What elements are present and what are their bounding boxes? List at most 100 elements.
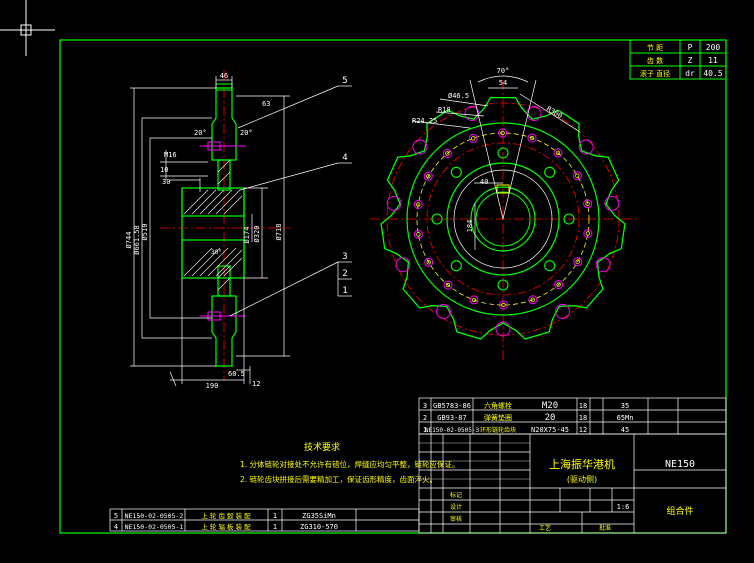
rim-bolt-core bbox=[416, 232, 421, 237]
dim-60-5: 60.5 bbox=[228, 370, 245, 378]
dim-40: 40 bbox=[480, 178, 488, 186]
rim-bolt-core bbox=[556, 282, 561, 287]
dim-r18: R18 bbox=[438, 106, 451, 114]
title-assembly: 组合件 bbox=[666, 505, 693, 517]
roller-seat bbox=[495, 321, 511, 337]
dim-r300: R300 bbox=[545, 105, 564, 120]
rim-bolt-core bbox=[426, 174, 431, 179]
bom-0-std: GB5783-86 bbox=[433, 402, 471, 410]
hub-hole bbox=[497, 147, 509, 159]
tech-line-1: 1. 分体链轮对接处不允许有错位，焊缝应均匀平整，链轮应保证。 bbox=[240, 459, 460, 469]
hub-hole bbox=[544, 260, 556, 272]
bom-0-name: 六角螺栓 bbox=[484, 401, 512, 410]
param-1-sym: Z bbox=[688, 56, 693, 65]
bom-0-mat: 35 bbox=[621, 402, 629, 410]
lbom-1-mat: ZG310-570 bbox=[300, 523, 338, 531]
parameter-table bbox=[629, 39, 727, 80]
rim-bolt-core bbox=[445, 282, 451, 288]
dim-46-5: Ø46.5 bbox=[448, 92, 469, 100]
rim-bolt-core bbox=[426, 260, 431, 265]
side-view[interactable] bbox=[130, 70, 352, 387]
dim-30deg: 30° bbox=[211, 249, 222, 256]
rim-bolt-core bbox=[530, 297, 535, 302]
rim-bolt-hole bbox=[423, 171, 433, 181]
hub-hole bbox=[431, 213, 443, 225]
rim-bolt-hole bbox=[442, 148, 452, 158]
bom-2-std: NE150-02-0505-3 bbox=[425, 427, 480, 434]
dim-10: 10 bbox=[160, 166, 168, 174]
bom-0-no: 3 bbox=[423, 402, 427, 410]
rim-bolt-hole bbox=[424, 257, 434, 267]
roller-seat bbox=[395, 257, 411, 273]
balloon-3: 3 bbox=[342, 252, 347, 262]
title-label-1: 设计 bbox=[450, 503, 462, 511]
rim-bolt-hole bbox=[553, 148, 563, 158]
dim-174: Ø174 bbox=[243, 227, 251, 244]
roller-seat bbox=[464, 106, 480, 121]
bom-0-qty: 18 bbox=[579, 402, 587, 410]
bom-1-mat: 65Mn bbox=[617, 414, 634, 422]
dim-190: 190 bbox=[206, 382, 219, 390]
rim-bolt-core bbox=[416, 202, 421, 207]
front-view[interactable] bbox=[370, 75, 640, 362]
title-label-3: 工艺 bbox=[539, 524, 551, 532]
roller-seat bbox=[412, 139, 428, 155]
lbom-1-name: 上 轮 辐 板 装 配 bbox=[201, 522, 251, 531]
bom-2-no: 1 bbox=[423, 426, 427, 434]
rim-bolt-core bbox=[529, 135, 535, 141]
rim-bolt-hole bbox=[498, 300, 508, 310]
rim-bolt-core bbox=[445, 151, 450, 156]
dim-320: Ø320 bbox=[253, 226, 261, 243]
rim-bolt-core bbox=[501, 302, 506, 308]
rim-bolt-hole bbox=[528, 295, 538, 305]
lbom-0-code: NE150-02-0505-2 bbox=[125, 512, 184, 520]
sprocket-outline bbox=[380, 96, 626, 340]
title-scale: 1:6 bbox=[617, 503, 630, 511]
roller-seat bbox=[595, 257, 611, 273]
rim-bolt-core bbox=[555, 150, 561, 156]
rim-bolt-hole bbox=[583, 229, 593, 238]
crosshair-cursor bbox=[0, 0, 55, 56]
lbom-0-mat: ZG35SiMn bbox=[302, 512, 336, 520]
bom-1-name: 弹簧垫圈 bbox=[484, 413, 512, 422]
lower-bom-table bbox=[109, 508, 420, 532]
param-0-val: 200 bbox=[706, 43, 721, 52]
dim-63: 63 bbox=[262, 100, 270, 108]
tech-title: 技术要求 bbox=[304, 441, 340, 453]
balloon-5: 5 bbox=[342, 76, 347, 86]
balloon-1: 1 bbox=[342, 286, 347, 296]
rim-bolt-core bbox=[471, 136, 476, 141]
lbom-0-qty: 1 bbox=[273, 512, 277, 520]
dim-184: 184 bbox=[466, 220, 474, 233]
bom-1-std: GB93-87 bbox=[437, 414, 467, 422]
rim-bolt-hole bbox=[583, 199, 593, 209]
title-subtitle: (驱动侧) bbox=[567, 474, 597, 484]
lbom-0-name: 上 轮 齿 毂 装 配 bbox=[201, 511, 251, 520]
hub-hole bbox=[450, 166, 462, 178]
roller-seat bbox=[578, 139, 594, 155]
dim-12: 12 bbox=[252, 380, 260, 388]
rim-bolt-hole bbox=[413, 229, 423, 239]
title-drawing-no: NE150 bbox=[665, 459, 695, 470]
hub-hole bbox=[544, 166, 556, 178]
rim-bolt-hole bbox=[572, 171, 582, 181]
rim-bolt-hole bbox=[469, 295, 479, 305]
dim-54: 54 bbox=[499, 79, 507, 87]
param-2-name: 滚子 直径 bbox=[640, 69, 670, 78]
lbom-1-code: NE150-02-0505-1 bbox=[125, 523, 184, 531]
roller-seat bbox=[555, 304, 570, 319]
bom-0-spec: M20 bbox=[542, 401, 558, 411]
rim-bolt-hole bbox=[498, 128, 508, 138]
dim-30: 30 bbox=[162, 178, 170, 186]
roller-seat bbox=[386, 195, 402, 211]
roller-seat bbox=[526, 106, 542, 121]
hub-hole bbox=[497, 279, 509, 291]
bom-1-qty: 18 bbox=[579, 414, 587, 422]
dim-20-left: 20° bbox=[194, 129, 207, 137]
param-0-sym: P bbox=[688, 43, 693, 52]
roller-seat bbox=[436, 304, 451, 319]
rim-bolt-hole bbox=[443, 280, 453, 290]
lbom-1-no: 4 bbox=[114, 523, 118, 531]
bom-2-spec: N20X75-45 bbox=[531, 426, 569, 434]
